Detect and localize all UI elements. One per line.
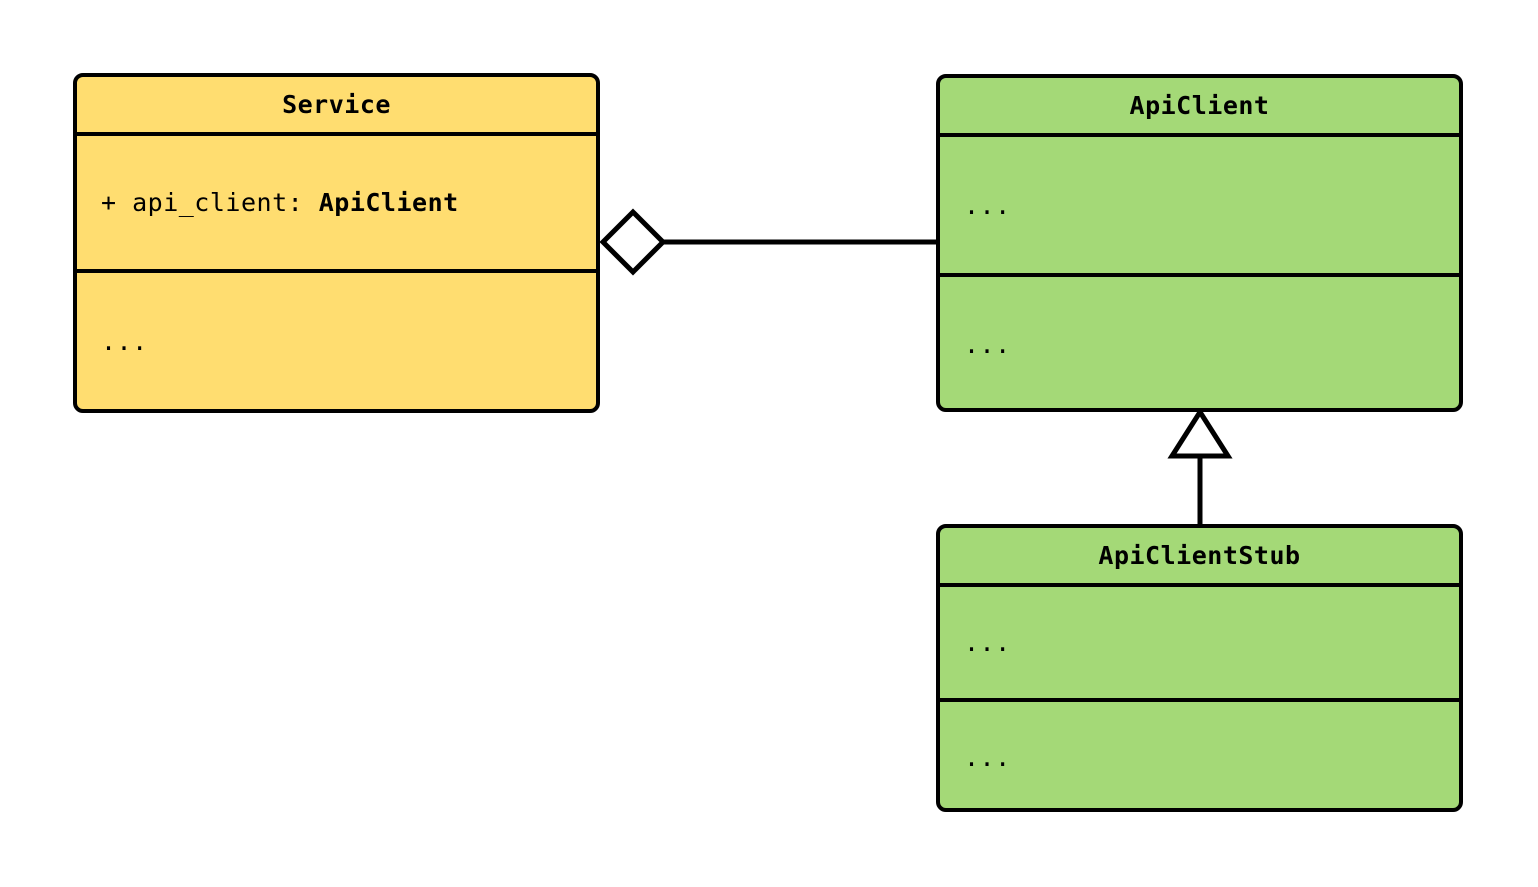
uml-class-apiclient[interactable]: ApiClient ... ... [936, 74, 1463, 412]
operations-compartment-apiclientstub: ... [940, 698, 1459, 808]
operations-placeholder: ... [964, 330, 1011, 359]
attributes-placeholder: ... [964, 628, 1011, 657]
operations-placeholder: ... [101, 326, 148, 356]
uml-class-apiclientstub[interactable]: ApiClientStub ... ... [936, 524, 1463, 812]
attribute-visibility-and-name: + api_client: [101, 188, 319, 217]
attributes-compartment-service: + api_client: ApiClient [77, 136, 596, 269]
class-name-apiclientstub: ApiClientStub [940, 528, 1459, 587]
aggregation-service-apiclient [599, 208, 936, 276]
attributes-placeholder: ... [964, 190, 1011, 220]
operations-placeholder: ... [964, 742, 1011, 772]
class-name-service: Service [77, 77, 596, 136]
attribute-type-apiclient: ApiClient [318, 188, 459, 217]
class-name-apiclient: ApiClient [940, 78, 1459, 137]
hollow-diamond-icon [599, 208, 667, 276]
uml-class-service[interactable]: Service + api_client: ApiClient ... [73, 73, 600, 413]
generalization-apiclientstub-apiclient [1167, 407, 1233, 524]
attribute-api-client: + api_client: ApiClient [101, 188, 459, 217]
operations-compartment-service: ... [77, 269, 596, 409]
hollow-triangle-icon [1167, 407, 1233, 459]
attributes-compartment-apiclientstub: ... [940, 587, 1459, 698]
attributes-compartment-apiclient: ... [940, 137, 1459, 273]
operations-compartment-apiclient: ... [940, 273, 1459, 408]
